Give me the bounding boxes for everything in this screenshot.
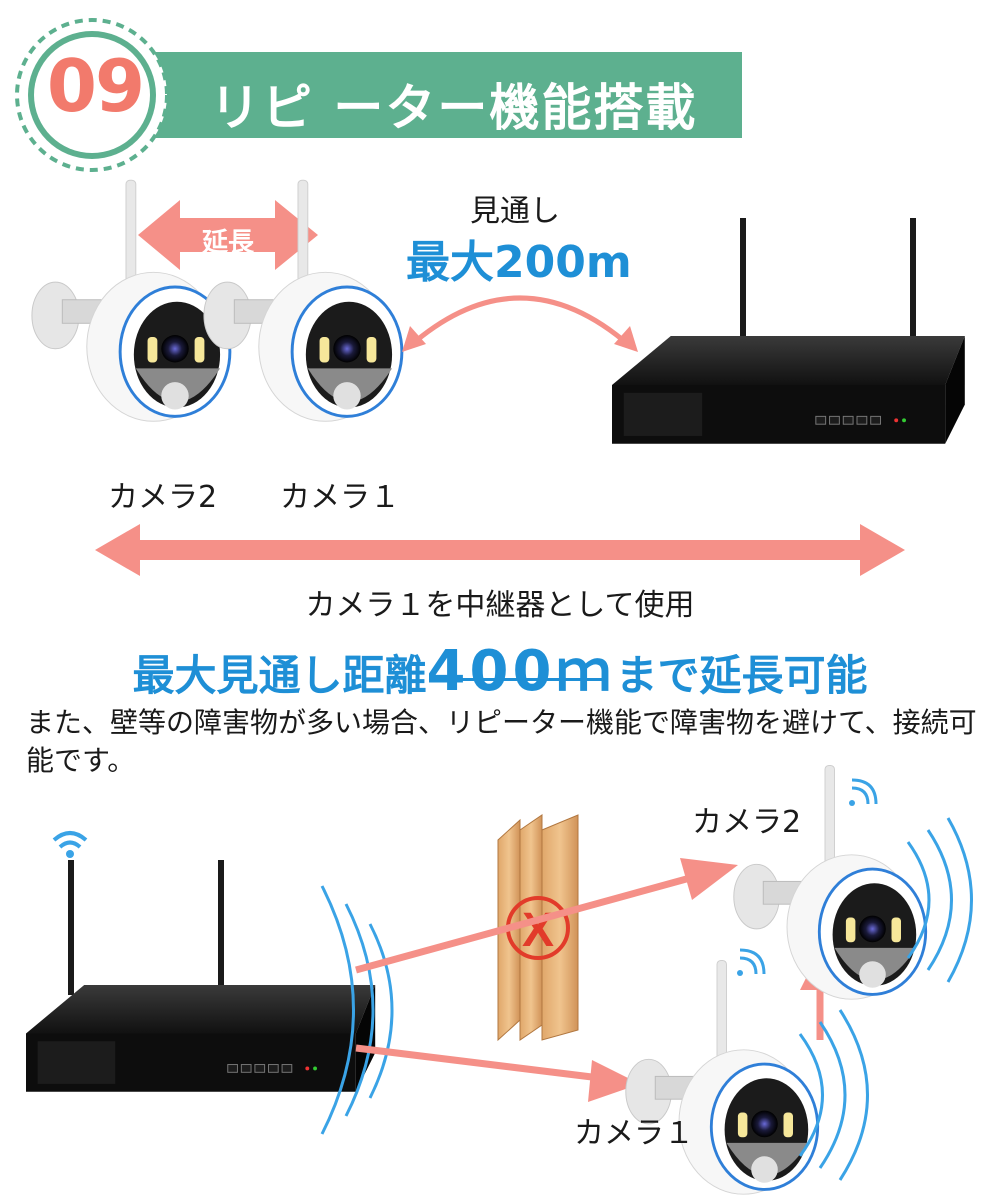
- max-range-value: 400ｍ: [426, 639, 616, 704]
- max-range-headline: 最大見通し距離400ｍまで延長可能: [0, 626, 1000, 707]
- extend-label: 延長: [202, 228, 255, 258]
- section-number: 09: [46, 44, 145, 128]
- line-of-sight-value: 最大200m: [406, 237, 632, 288]
- value-underline: [455, 678, 607, 681]
- section-title: リピ ーター機能搭載: [210, 79, 698, 137]
- max-range-suffix: まで延長可能: [615, 651, 868, 700]
- max-range-prefix: 最大見通し距離: [132, 651, 427, 700]
- relay-description: カメラ１を中継器として使用: [305, 588, 695, 623]
- obstacle-note: また、壁等の障害物が多い場合、リピーター機能で障害物を避けて、接続可能です。: [26, 706, 977, 777]
- camera-1-label-bottom: カメラ１: [574, 1116, 694, 1151]
- line-of-sight-label: 見通し: [470, 194, 560, 229]
- camera-1-label: カメラ１: [280, 480, 400, 515]
- camera-2-label-bottom: カメラ2: [692, 805, 802, 840]
- camera-2-label: カメラ2: [108, 480, 218, 515]
- svg-text:X: X: [522, 904, 554, 957]
